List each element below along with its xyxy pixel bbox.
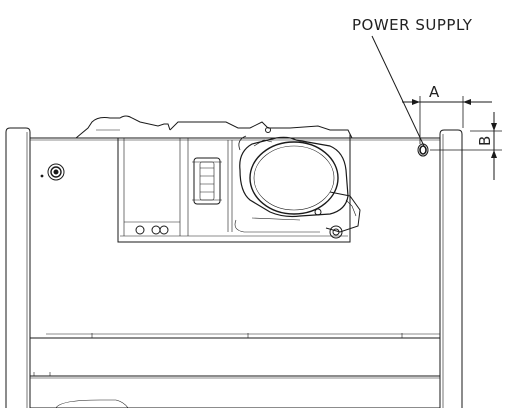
dimension-b: B [430,112,502,180]
fan-grille [192,157,222,205]
dimension-a: A [402,83,492,144]
power-supply-leader-line [371,35,425,147]
main-housing [30,137,440,408]
compressor [239,136,361,239]
dimension-a-label: A [429,83,440,101]
unit-top-profile [75,115,353,139]
power-supply-label: POWER SUPPLY [352,16,473,34]
piping [234,135,320,233]
right-side-panel [439,129,463,408]
left-side-panel [5,127,31,408]
left-knob [40,163,65,181]
recessed-compartment [117,134,351,243]
power-supply-inlet [417,143,429,157]
dimension-b-label: B [476,136,494,146]
